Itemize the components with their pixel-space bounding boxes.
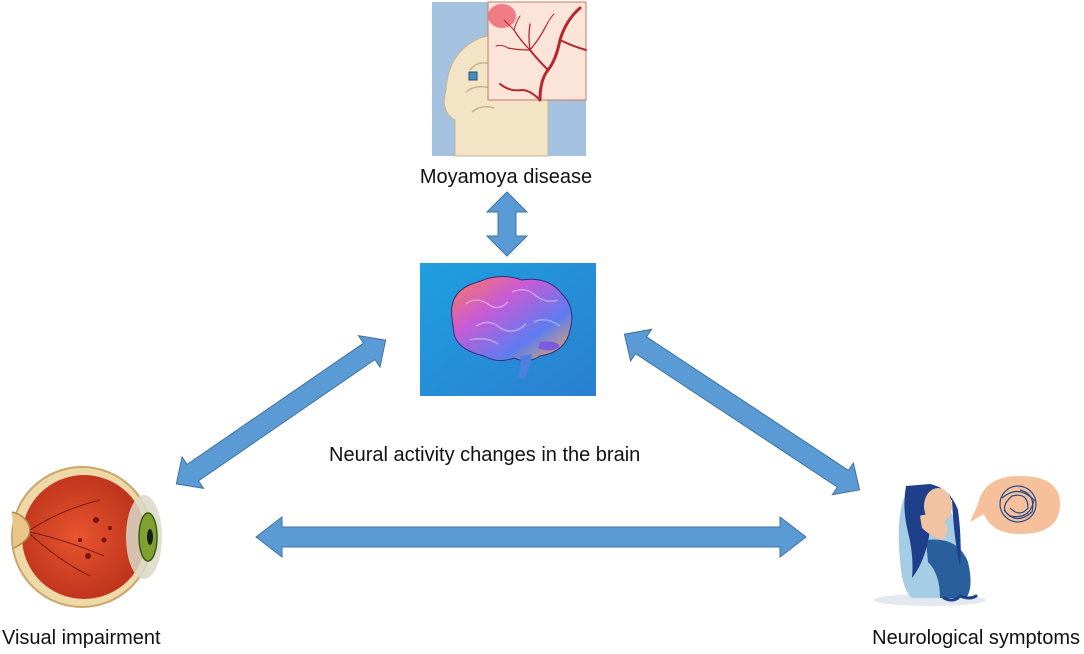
brain-stem <box>518 354 532 378</box>
label-neural-activity: Neural activity changes in the brain <box>329 444 641 466</box>
tangled-thoughts-icon <box>999 485 1037 523</box>
moyamoya-illustration <box>432 1 587 157</box>
label-visual-impairment: Visual impairment <box>2 627 161 649</box>
eye-illustration <box>11 466 162 608</box>
arrow-brain-neuro <box>623 328 861 496</box>
pupil <box>147 529 153 545</box>
person-illustration <box>874 476 1060 606</box>
arrow-visual-neuro <box>255 515 807 559</box>
person-feet <box>942 594 978 602</box>
label-neurological-symptoms: Neurological symptoms <box>872 627 1080 649</box>
moyamoya-vessels-icon <box>495 6 587 102</box>
arrow-brain-visual <box>175 335 387 489</box>
person-hair <box>904 484 961 578</box>
retinal-vessels <box>29 499 105 577</box>
speech-bubble <box>970 476 1060 534</box>
eye-cross-section-icon <box>22 475 146 599</box>
brain-gyri <box>465 289 561 345</box>
brain-illustration <box>420 263 596 396</box>
brain-icon <box>451 276 573 362</box>
person-hand <box>920 514 948 540</box>
cerebellum <box>538 341 560 351</box>
retinal-hemorrhages <box>78 517 112 559</box>
label-moyamoya: Moyamoya disease <box>419 166 593 188</box>
arrow-moyamoya-brain <box>485 191 529 257</box>
ischemic-spot <box>488 4 516 28</box>
zoom-marker <box>468 71 478 81</box>
